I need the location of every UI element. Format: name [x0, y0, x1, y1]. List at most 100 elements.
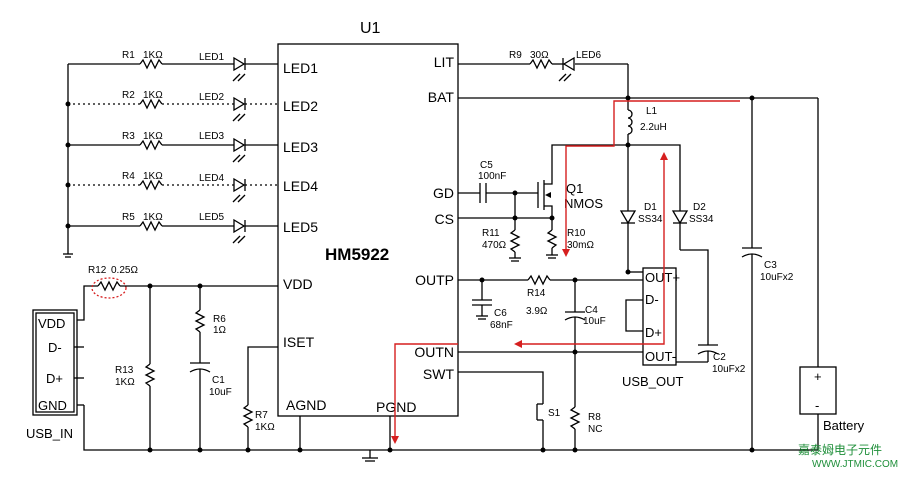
pin-cs: CS — [435, 211, 454, 227]
usb-out-pin-outplus: OUT+ — [645, 270, 680, 285]
resistor-r6 — [194, 309, 206, 333]
resistor-r8 — [569, 406, 581, 430]
pin-agnd: AGND — [286, 397, 326, 413]
led5-ref: LED5 — [199, 212, 224, 223]
pin-led3: LED3 — [283, 139, 318, 155]
q1-ref: Q1 — [566, 181, 583, 196]
r3-ref: R3 — [122, 131, 135, 142]
bat-rail: L1 2.2uH C3 10uFx2 + - Battery — [458, 95, 865, 450]
d1-value: SS34 — [638, 214, 663, 225]
chip-u1: U1 HM5922 LED1 LED2 LED3 LED4 LED5 VDD I… — [277, 20, 459, 417]
led-row-2: R2 1KΩ LED2 — [65, 90, 278, 122]
led-row-5: R5 1KΩ LED5 — [65, 212, 278, 244]
r14-value: 3.9Ω — [526, 306, 548, 317]
switch-section: S1 — [458, 371, 561, 450]
battery-title: Battery — [823, 418, 865, 433]
led-row-3: R3 1KΩ LED3 — [65, 131, 278, 163]
resistor-r14 — [527, 274, 551, 286]
usb-out-connector — [642, 267, 677, 366]
pin-vdd: VDD — [283, 276, 313, 292]
usb-out-pin-outminus: OUT- — [645, 349, 676, 364]
chip-body — [277, 43, 459, 417]
r6-value: 1Ω — [213, 325, 227, 336]
r1-value: 1KΩ — [143, 50, 163, 61]
led5-diode — [233, 218, 246, 234]
led4-diode — [233, 177, 246, 193]
led2-diode — [233, 96, 246, 112]
led4-ref: LED4 — [199, 173, 224, 184]
led3-diode — [233, 137, 246, 153]
r12-value: 0.25Ω — [111, 265, 138, 276]
r5-ref: R5 — [122, 212, 135, 223]
resistor-r11 — [509, 229, 521, 253]
current-path-charge — [565, 100, 740, 250]
l1-ref: L1 — [646, 106, 658, 117]
r12-ref: R12 — [88, 265, 107, 276]
r7-value: 1KΩ — [255, 422, 275, 433]
pin-pgnd: PGND — [376, 399, 416, 415]
r3-value: 1KΩ — [143, 131, 163, 142]
r11-ref: R11 — [482, 228, 500, 239]
r8-value: NC — [588, 424, 602, 435]
c4-value: 10uF — [583, 316, 606, 327]
r1-ref: R1 — [122, 50, 135, 61]
resistor-r12 — [97, 280, 121, 292]
resistor-r10 — [546, 229, 558, 249]
r4-ref: R4 — [122, 171, 135, 182]
pin-led2: LED2 — [283, 98, 318, 114]
pin-led5: LED5 — [283, 219, 318, 235]
led1-diode — [233, 56, 246, 72]
pin-swt: SWT — [423, 366, 455, 382]
led-row-4: R4 1KΩ LED4 — [65, 171, 278, 203]
diode-d2 — [671, 210, 689, 225]
chip-ref: U1 — [360, 20, 381, 37]
r2-ref: R2 — [122, 90, 135, 101]
watermark-line2: WWW.JTMIC.COM — [812, 459, 898, 470]
d2-value: SS34 — [689, 214, 714, 225]
pin-outn: OUTN — [414, 344, 454, 360]
c2-value: 10uFx2 — [712, 364, 746, 375]
r13-ref: R13 — [115, 365, 134, 376]
current-path — [391, 100, 740, 444]
usb-out-pin-dplus: D+ — [645, 325, 662, 340]
watermark-logo: 嘉泰姆电子元件 WWW.JTMIC.COM — [798, 443, 898, 470]
led-row-1: R1 1KΩ LED1 — [68, 50, 278, 82]
usb-in-pin-gnd: GND — [38, 398, 67, 413]
pin-bat: BAT — [428, 89, 455, 105]
usb-out-pin-dminus: D- — [645, 292, 659, 307]
resistor-r2 — [139, 98, 163, 110]
c4-ref: C4 — [585, 305, 598, 316]
usb-out-title: USB_OUT — [622, 374, 683, 389]
d2-ref: D2 — [693, 202, 706, 213]
r5-value: 1KΩ — [143, 212, 163, 223]
pin-led1: LED1 — [283, 60, 318, 76]
inductor-l1 — [627, 109, 633, 135]
lit-led6: R9 30Ω LED6 — [458, 50, 629, 98]
pin-led4: LED4 — [283, 178, 318, 194]
usb-in-title: USB_IN — [26, 426, 73, 441]
led6-ref: LED6 — [576, 50, 601, 61]
c5-value: 100nF — [478, 171, 506, 182]
led3-ref: LED3 — [199, 131, 224, 142]
r14-ref: R14 — [527, 288, 546, 299]
battery-cell — [799, 366, 837, 415]
resistor-r1 — [139, 58, 163, 70]
r7-ref: R7 — [255, 410, 268, 421]
current-path-return — [520, 158, 665, 345]
ground-bus — [77, 404, 819, 462]
led6-diode — [562, 56, 575, 72]
resistor-r5 — [139, 220, 163, 232]
r11-value: 470Ω — [482, 240, 507, 251]
c5-ref: C5 — [480, 160, 493, 171]
r8-ref: R8 — [588, 412, 601, 423]
pin-lit: LIT — [434, 54, 455, 70]
resistor-r9 — [529, 58, 553, 70]
resistor-r7 — [242, 404, 254, 428]
q1-type: NMOS — [564, 196, 603, 211]
r9-ref: R9 — [509, 50, 522, 61]
r13-value: 1KΩ — [115, 377, 135, 388]
r6-ref: R6 — [213, 314, 226, 325]
r10-ref: R10 — [567, 228, 586, 239]
battery-minus: - — [815, 398, 819, 413]
